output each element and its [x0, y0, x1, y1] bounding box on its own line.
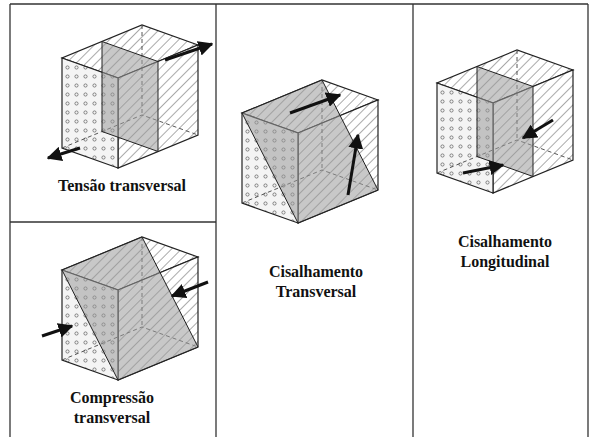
- tension-cube: [48, 25, 212, 168]
- caption-label: Cisalhamento Transversal: [241, 262, 391, 302]
- caption-label: Cisalhamento Longitudinal: [430, 232, 580, 272]
- longitudinal-shear-cube: [437, 50, 573, 193]
- caption-label: Compressão transversal: [42, 388, 182, 428]
- compression-cube: [42, 237, 208, 380]
- caption-label: Tensão transversal: [57, 176, 187, 196]
- transverse-shear-cube: [242, 80, 378, 223]
- table-frame: [10, 4, 588, 437]
